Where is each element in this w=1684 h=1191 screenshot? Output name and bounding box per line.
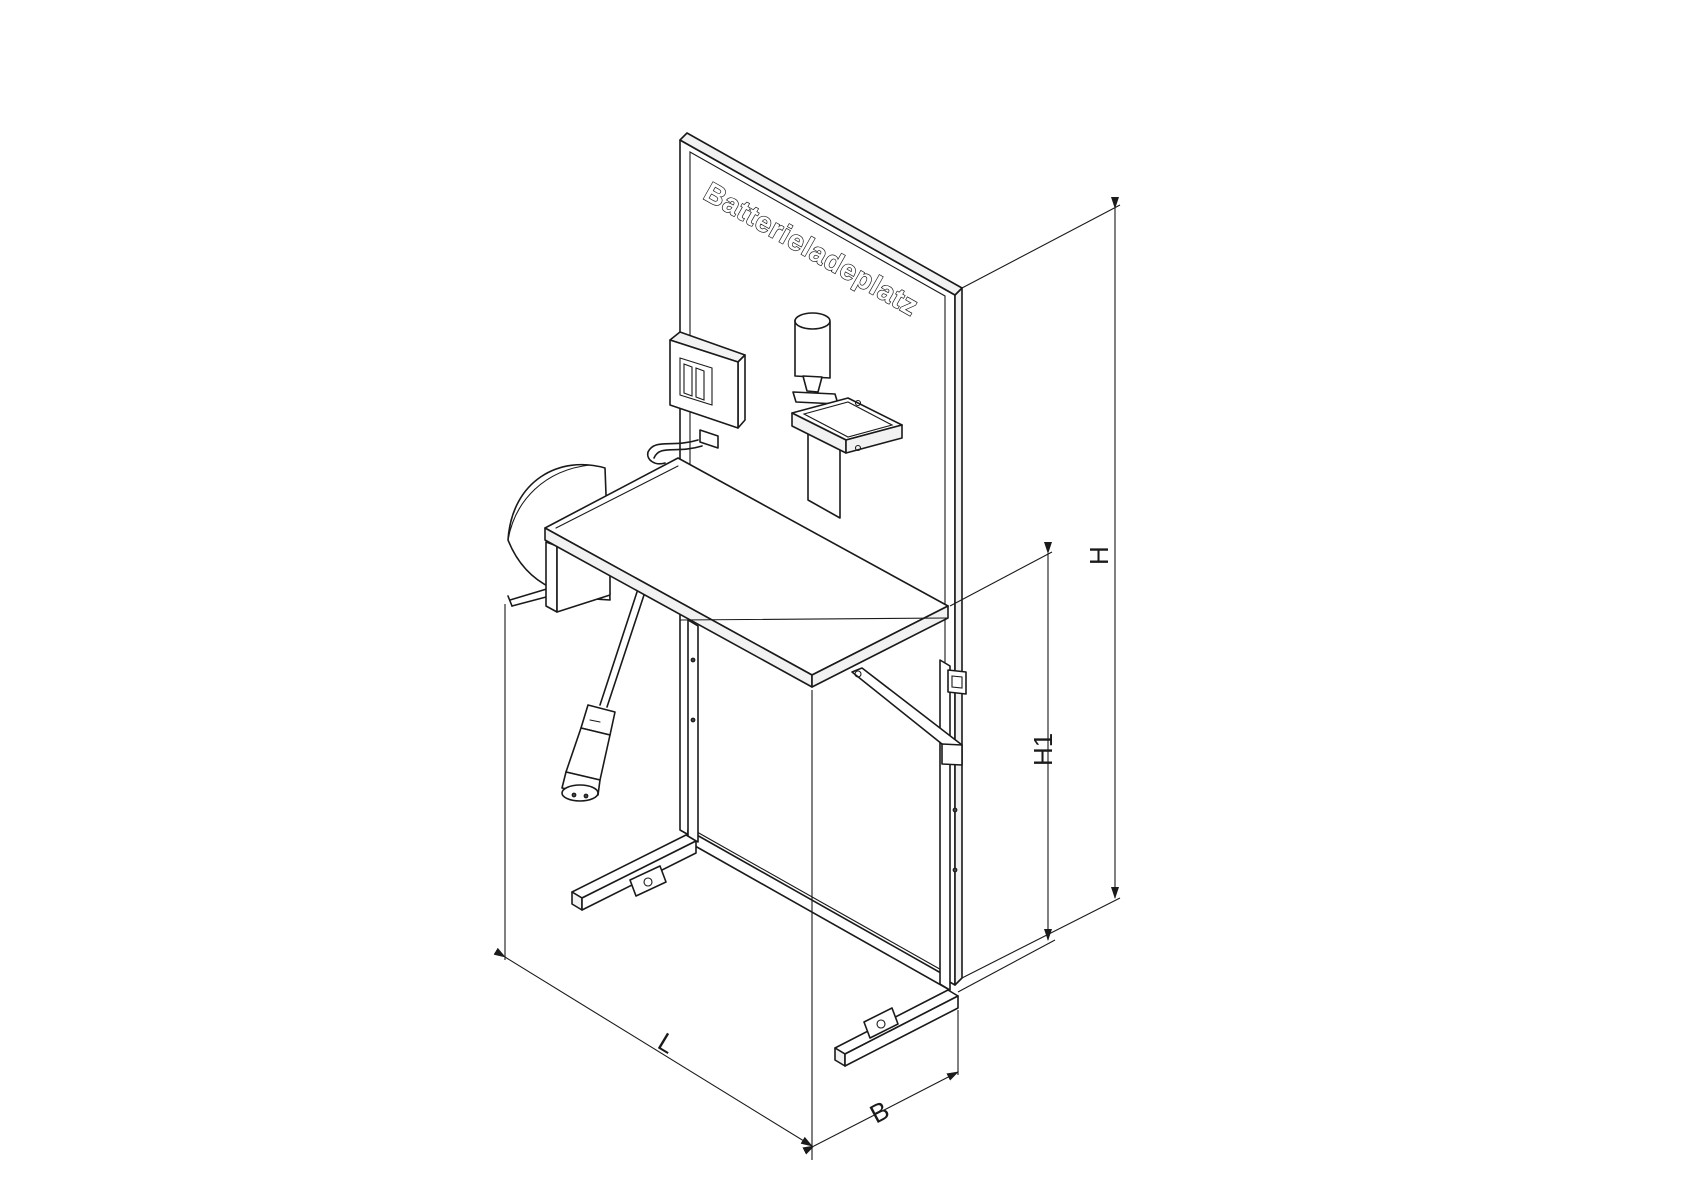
table-strut <box>851 667 967 766</box>
dim-label-table-height: H1 <box>1028 733 1058 766</box>
work-table <box>544 457 949 688</box>
dim-label-height: H <box>1084 546 1114 565</box>
dimension-lines <box>493 197 1121 1160</box>
base-frame <box>571 619 959 1067</box>
charging-cable <box>561 591 645 802</box>
dim-label-length: L <box>653 1026 681 1059</box>
eyewash-station <box>791 312 903 519</box>
socket-box <box>646 331 746 465</box>
dim-label-width: B <box>865 1095 894 1130</box>
